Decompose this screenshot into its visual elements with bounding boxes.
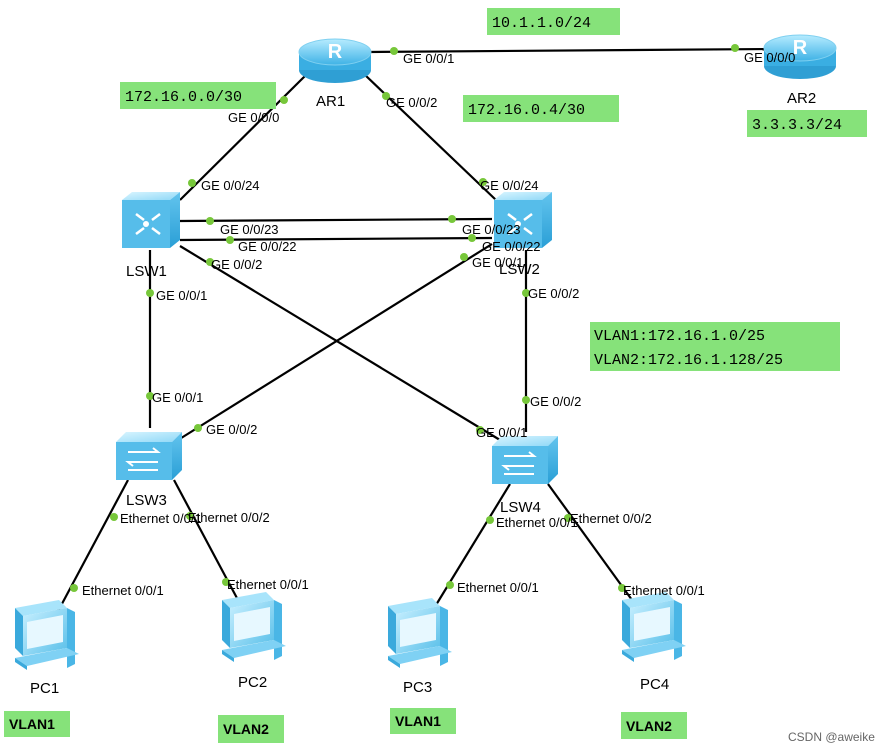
pc-pc3[interactable]	[388, 598, 452, 668]
pc-pc2[interactable]	[222, 592, 286, 662]
port-label-ar2-g000: GE 0/0/0	[744, 50, 795, 65]
device-label-pc3: PC3	[403, 679, 432, 696]
port-label-lsw1-g0024: GE 0/0/24	[201, 178, 260, 193]
vlan-tag-box-pc3	[390, 708, 456, 734]
pc-icon	[222, 592, 286, 662]
port-label-pc3-e001: Ethernet 0/0/1	[457, 580, 539, 595]
link-lsw1-lsw4	[179, 245, 501, 441]
port-label-pc4-e001: Ethernet 0/0/1	[623, 583, 705, 598]
pc-pc1[interactable]	[15, 600, 79, 670]
vlan-tag-pc4: VLAN2	[626, 718, 672, 734]
net-box-ar1-lsw1	[120, 82, 276, 109]
switch-icon	[491, 435, 559, 485]
net-label-ar1-ar2: 10.1.1.0/24	[492, 15, 591, 32]
device-label-lsw2: LSW2	[499, 261, 540, 278]
port-label-lsw2-g002: GE 0/0/2	[528, 286, 579, 301]
link-ar1-ar2	[367, 47, 771, 54]
port-label-lsw3-g001: GE 0/0/1	[152, 390, 203, 405]
pc-icon	[388, 598, 452, 668]
net-box-ar1-ar2	[487, 8, 620, 35]
router-ar1[interactable]	[298, 38, 372, 84]
net-box-vlan1	[590, 322, 840, 347]
vlan-tag-box-pc1	[4, 711, 70, 737]
switch-lsw1[interactable]	[120, 190, 182, 250]
device-label-pc1: PC1	[30, 680, 59, 697]
link-lsw1-lsw2-g23	[179, 217, 493, 223]
device-label-lsw1: LSW1	[126, 263, 167, 280]
link-lsw2-lsw3	[177, 243, 493, 441]
vlan-tag-box-pc4	[621, 712, 687, 739]
pc-pc4[interactable]	[622, 592, 686, 662]
device-label-ar1: AR1	[316, 93, 345, 110]
port-label-lsw2-g0023: GE 0/0/23	[462, 222, 521, 237]
pc-icon	[622, 592, 686, 662]
port-label-ar1-g002: GE 0/0/2	[386, 95, 437, 110]
port-label-lsw3-g002: GE 0/0/2	[206, 422, 257, 437]
device-label-lsw4: LSW4	[500, 499, 541, 516]
net-label-vlan2: VLAN2:172.16.1.128/25	[594, 352, 783, 369]
port-label-pc1-e001: Ethernet 0/0/1	[82, 583, 164, 598]
port-label-lsw4-g001: GE 0/0/1	[476, 425, 527, 440]
pc-icon	[15, 600, 79, 670]
device-label-ar2: AR2	[787, 90, 816, 107]
port-label-lsw1-g0023: GE 0/0/23	[220, 222, 279, 237]
link-lsw4-pc4	[547, 483, 633, 601]
vlan-tag-pc1: VLAN1	[9, 716, 55, 732]
link-ar1-lsw1	[179, 74, 307, 201]
port-label-lsw2-g001: GE 0/0/1	[472, 255, 523, 270]
port-label-lsw1-g002: GE 0/0/2	[211, 257, 262, 272]
watermark: CSDN @aweike	[788, 730, 875, 744]
port-dots	[70, 44, 739, 592]
net-box-ar2-loopback	[747, 110, 867, 137]
vlan-tag-box-pc2	[218, 715, 284, 743]
port-label-lsw3-e001: Ethernet 0/0/1	[120, 511, 202, 526]
vlan-tag-pc2: VLAN2	[223, 721, 269, 737]
port-label-lsw4-e002: Ethernet 0/0/2	[570, 511, 652, 526]
port-label-ar1-g001: GE 0/0/1	[403, 51, 454, 66]
device-label-lsw3: LSW3	[126, 492, 167, 509]
net-label-ar1-lsw1: 172.16.0.0/30	[125, 89, 242, 106]
switch-lsw4[interactable]	[491, 435, 559, 485]
port-label-lsw2-g0022: GE 0/0/22	[482, 239, 541, 254]
port-label-lsw4-g002: GE 0/0/2	[530, 394, 581, 409]
net-label-ar2-loopback: 3.3.3.3/24	[752, 117, 842, 134]
port-label-lsw1-g001: GE 0/0/1	[156, 288, 207, 303]
device-label-pc4: PC4	[640, 676, 669, 693]
vlan-tag-pc3: VLAN1	[395, 713, 441, 729]
port-label-lsw3-e002: Ethernet 0/0/2	[188, 510, 270, 525]
link-lsw3-pc1	[55, 479, 129, 616]
port-label-lsw1-g0022: GE 0/0/22	[238, 239, 297, 254]
net-label-ar1-lsw2: 172.16.0.4/30	[468, 102, 585, 119]
port-label-ar1-g000: GE 0/0/0	[228, 110, 279, 125]
switch-icon	[115, 431, 183, 481]
net-box-vlan2	[590, 346, 840, 371]
net-box-ar1-lsw2	[463, 95, 619, 122]
device-label-pc2: PC2	[238, 674, 267, 691]
net-label-vlan1: VLAN1:172.16.1.0/25	[594, 328, 765, 345]
router-icon	[298, 38, 372, 84]
port-label-pc2-e001: Ethernet 0/0/1	[227, 577, 309, 592]
port-label-lsw2-g0024: GE 0/0/24	[480, 178, 539, 193]
switch-lsw3[interactable]	[115, 431, 183, 481]
port-label-lsw4-e001: Ethernet 0/0/1	[496, 515, 578, 530]
l3-switch-icon	[120, 190, 182, 250]
